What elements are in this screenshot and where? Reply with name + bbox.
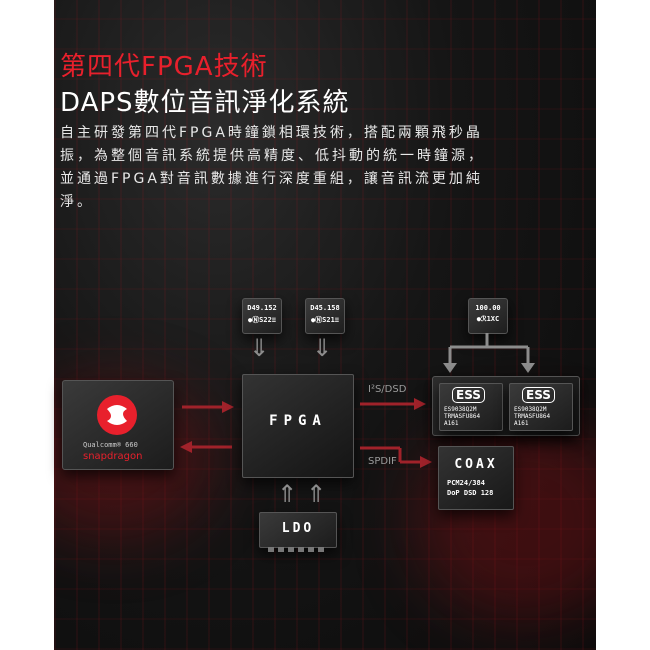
i2s-arrow	[360, 398, 426, 410]
double-down-arrow-icon: ⇓	[312, 334, 333, 362]
dac-board: ESS ES9038Q2M TRMASFU864 A161 ESS ES9038…	[432, 376, 580, 436]
oscillator-chip: 100.00 ●ℛ1XC	[468, 298, 508, 334]
coax-dsd: DoP DSD 128	[447, 489, 494, 497]
dac-model: ES9038Q2M	[514, 406, 547, 413]
dac-lot: A161	[444, 420, 459, 427]
ldo-chip: LDO	[259, 512, 337, 548]
feature-description: 自主研發第四代FPGA時鐘鎖相環技術，搭配兩顆飛秒晶振，為整個音訊系統提供高精度…	[60, 125, 485, 210]
oscillator-label: 100.00	[475, 304, 501, 312]
soc-brand: Qualcomm® 660	[83, 441, 138, 449]
dac-code: TRMASFU864	[514, 413, 551, 420]
spdif-label: SPDIF	[368, 456, 397, 467]
soc-fpga-arrows	[180, 401, 234, 453]
up-arrow-icon: ⇑	[277, 480, 298, 508]
double-down-arrow-icon: ⇓	[249, 334, 270, 362]
ess-logo-icon: ESS	[522, 387, 555, 403]
oscillator-code: ●ⓃS21≡	[310, 316, 340, 324]
feature-title: 第四代FPGA技術	[60, 52, 268, 82]
fpga-chip: FPGA	[242, 374, 354, 478]
oscillator-chip: D45.158 ●ⓃS21≡	[305, 298, 345, 334]
ldo-label: LDO	[281, 521, 315, 536]
soc-model: snapdragon	[83, 451, 143, 462]
snapdragon-logo-icon	[97, 395, 137, 435]
coax-title: COAX	[454, 457, 498, 472]
dac-chip: ESS ES9038Q2M TRMASFU864 A161	[439, 383, 503, 431]
coax-format: PCM24/384	[447, 479, 485, 487]
spdif-arrow	[360, 446, 432, 468]
dac-lot: A161	[514, 420, 529, 427]
ess-logo-icon: ESS	[452, 387, 485, 403]
clock-distribution-lines	[443, 333, 535, 373]
i2s-label: I²S/DSD	[368, 384, 407, 395]
oscillator-code: ●ℛ1XC	[476, 315, 500, 323]
feature-subtitle: DAPS數位音訊淨化系統	[60, 88, 350, 118]
oscillator-code: ●ⓃS22≡	[247, 316, 277, 324]
oscillator-chip: D49.152 ●ⓃS22≡	[242, 298, 282, 334]
up-arrow-icon: ⇑	[306, 480, 327, 508]
oscillator-label: D45.158	[310, 304, 340, 312]
soc-chip: Qualcomm® 660 snapdragon	[62, 380, 174, 470]
dac-chip: ESS ES9038Q2M TRMASFU864 A161	[509, 383, 573, 431]
fpga-label: FPGA	[269, 413, 327, 429]
dac-code: TRMASFU864	[444, 413, 481, 420]
coax-chip: COAX PCM24/384 DoP DSD 128	[438, 446, 514, 510]
dac-model: ES9038Q2M	[444, 406, 477, 413]
oscillator-label: D49.152	[247, 304, 277, 312]
